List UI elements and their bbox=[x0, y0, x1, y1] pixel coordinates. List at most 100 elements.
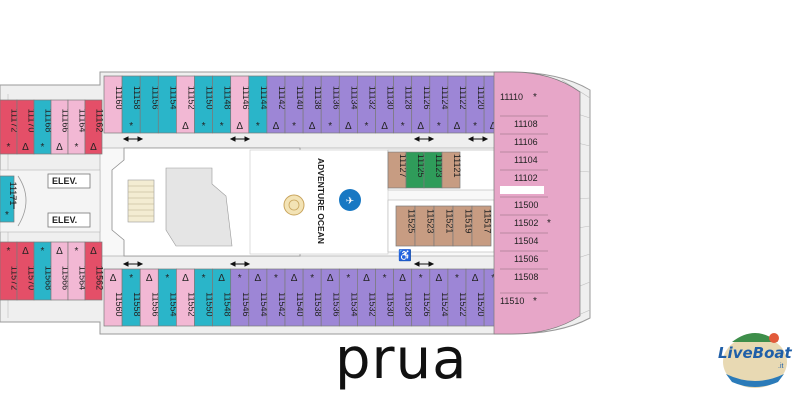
cabin-11144[interactable]: 11144* bbox=[248, 75, 269, 134]
cabin-11550[interactable]: 11550* bbox=[194, 268, 215, 327]
cabin-11108[interactable]: 11108 bbox=[500, 115, 548, 129]
cabin-11160[interactable]: 11160 bbox=[103, 75, 124, 134]
cabin-11521[interactable]: 11521 bbox=[433, 205, 455, 247]
cabin-11558[interactable]: 11558* bbox=[121, 268, 142, 327]
cabin-11125[interactable]: 11125 bbox=[405, 151, 426, 189]
cabin-11123[interactable]: 11123 bbox=[423, 151, 444, 189]
cabin-11517[interactable]: 11517 bbox=[471, 205, 493, 247]
cabin-number: 11152 bbox=[186, 86, 196, 110]
cabin-11124[interactable]: 11124* bbox=[429, 75, 450, 134]
cabin-11534[interactable]: 11534* bbox=[338, 268, 359, 327]
cabin-number: 11138 bbox=[313, 86, 323, 110]
cabin-number: 11156 bbox=[150, 86, 160, 110]
cabin-number: 11130 bbox=[386, 86, 396, 110]
cabin-number: 11124 bbox=[440, 86, 450, 110]
cabin-11508[interactable]: 11508 bbox=[500, 268, 548, 282]
cabin-11526[interactable]: 11526* bbox=[411, 268, 432, 327]
cabin-11154[interactable]: 11154 bbox=[157, 75, 178, 134]
cabin-11506[interactable]: 11506 bbox=[500, 250, 548, 264]
cabin-box bbox=[441, 151, 461, 189]
cabin-11510[interactable]: 11510* bbox=[500, 292, 548, 307]
adventure-ocean-logo-icon bbox=[339, 189, 361, 211]
cabin-11172[interactable]: 11172* bbox=[0, 99, 20, 155]
cabin-11504[interactable]: 11504 bbox=[500, 232, 548, 246]
cabin-11140[interactable]: 11140 * bbox=[284, 75, 305, 134]
cabin-number: 11154 bbox=[168, 86, 178, 110]
cabin-11500[interactable]: 11500 bbox=[500, 196, 548, 210]
triangle-mark: Δ bbox=[236, 121, 243, 132]
star-mark: * bbox=[292, 121, 296, 132]
cabin-11523[interactable]: 11523 bbox=[414, 205, 436, 247]
triangle-mark: Δ bbox=[363, 273, 370, 284]
cabin-11136[interactable]: 11136* bbox=[320, 75, 341, 134]
cabin-11127[interactable]: 11127 bbox=[387, 151, 408, 189]
cabin-11538[interactable]: 11538* bbox=[302, 268, 323, 327]
cabin-number: 11570 bbox=[27, 266, 37, 290]
cabin-11568[interactable]: 11568* bbox=[33, 241, 54, 301]
cabin-11156[interactable]: 11156 bbox=[139, 75, 160, 134]
cabin-11106[interactable]: 11106 bbox=[500, 133, 548, 147]
cabin-11158[interactable]: 11158* bbox=[121, 75, 142, 134]
cabin-11542[interactable]: 11542* bbox=[266, 268, 287, 327]
cabin-11132[interactable]: 11132* bbox=[357, 75, 377, 134]
cabin-11104[interactable]: 11104 bbox=[500, 151, 548, 165]
elevator-2 bbox=[47, 212, 91, 228]
cabin-number: 11566 bbox=[61, 266, 71, 290]
cabin-11102[interactable]: 11102 bbox=[500, 169, 548, 183]
cabin-11121[interactable]: 11121 bbox=[441, 151, 462, 189]
cabin-11546[interactable]: 11546* bbox=[230, 268, 251, 327]
logo-text: LiveBoat bbox=[718, 344, 792, 362]
cabin-11110[interactable]: 11110* bbox=[500, 92, 537, 103]
bow-cabin-block bbox=[493, 71, 581, 335]
triangle-mark: Δ bbox=[345, 121, 352, 132]
cabin-11519[interactable]: 11519 bbox=[452, 205, 474, 247]
cabin-11164[interactable]: 11164* bbox=[67, 99, 88, 155]
cabin-11150[interactable]: 11150* bbox=[194, 75, 215, 134]
triangle-mark: Δ bbox=[146, 273, 153, 284]
cabin-11525[interactable]: 11525 bbox=[395, 205, 417, 247]
cabin-11564[interactable]: 11564* bbox=[67, 241, 88, 301]
cabin-11522[interactable]: 11522* bbox=[447, 268, 468, 327]
cabin-11502[interactable]: 11502* bbox=[500, 214, 551, 229]
cabin-11554[interactable]: 11554* bbox=[157, 268, 178, 327]
cabin-number: 11519 bbox=[464, 209, 474, 233]
cabin-11530[interactable]: 11530* bbox=[375, 268, 396, 327]
cabin-11168[interactable]: 11168* bbox=[33, 99, 54, 155]
cabin-11148[interactable]: 11148* bbox=[212, 75, 233, 134]
cabin-number: 11150 bbox=[205, 86, 215, 110]
cabin-11572[interactable]: 11572* bbox=[0, 241, 20, 301]
cabin-number: 11554 bbox=[168, 292, 178, 316]
cabin-11128[interactable]: 11128* bbox=[393, 75, 414, 134]
cabin-box bbox=[471, 205, 492, 247]
cabin-11120[interactable]: 11120* bbox=[465, 75, 486, 134]
cabin-number: 11140 bbox=[295, 86, 305, 110]
